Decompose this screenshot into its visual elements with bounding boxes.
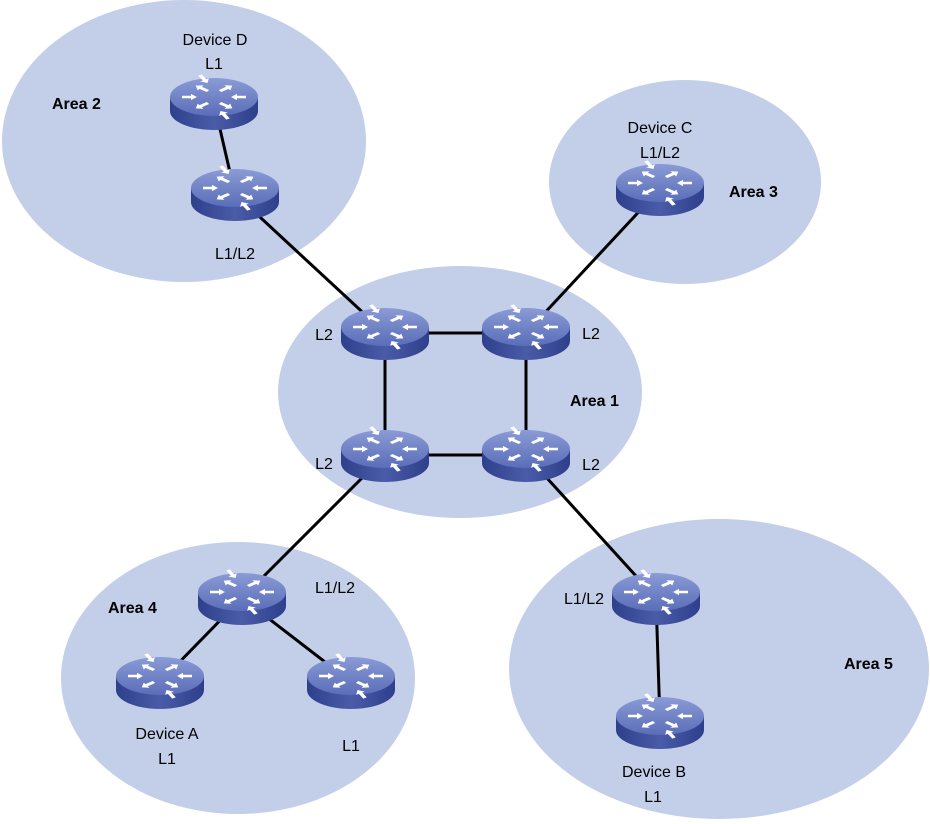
core-bl-level: L2 (315, 456, 333, 473)
device-c-name: Device C (628, 120, 693, 137)
core-tl-router-icon (341, 303, 429, 360)
area4-border-level: L1/L2 (315, 580, 355, 597)
area2-border-level: L1/L2 (215, 246, 255, 263)
core-tl-level: L2 (315, 327, 333, 344)
device-b-level: L1 (644, 789, 662, 806)
device-c-level: L1/L2 (640, 145, 680, 162)
area2-region (2, 0, 366, 282)
device-c-router-icon (616, 159, 704, 216)
routers (116, 73, 704, 749)
core-tr-level: L2 (582, 326, 600, 343)
area5-border-level: L1/L2 (564, 591, 604, 608)
device-a-router-icon (116, 652, 204, 709)
area3-label: Area 3 (729, 184, 778, 201)
device-d-name: Device D (183, 32, 248, 49)
device-d-router-icon (170, 73, 258, 130)
device-d-level: L1 (205, 56, 223, 73)
core-br-router-icon (482, 425, 570, 482)
core-bl-router-icon (341, 425, 429, 482)
device-b-router-icon (616, 692, 704, 749)
area4-l1-level: L1 (342, 738, 360, 755)
area4-region (61, 542, 415, 814)
device-a-level: L1 (158, 751, 176, 768)
area4-l1-router-icon (307, 652, 395, 709)
area5-border-router-icon (612, 568, 700, 625)
area4-border-router-icon (198, 568, 286, 625)
area1-region (278, 266, 642, 518)
area2-label: Area 2 (52, 96, 101, 113)
device-b-name: Device B (622, 764, 686, 781)
area1-label: Area 1 (570, 393, 619, 410)
core-tr-router-icon (482, 303, 570, 360)
area5-label: Area 5 (844, 656, 893, 673)
device-a-name: Device A (135, 726, 198, 743)
area2-border-router-icon (191, 164, 279, 221)
area4-label: Area 4 (108, 600, 157, 617)
core-br-level: L2 (582, 457, 600, 474)
